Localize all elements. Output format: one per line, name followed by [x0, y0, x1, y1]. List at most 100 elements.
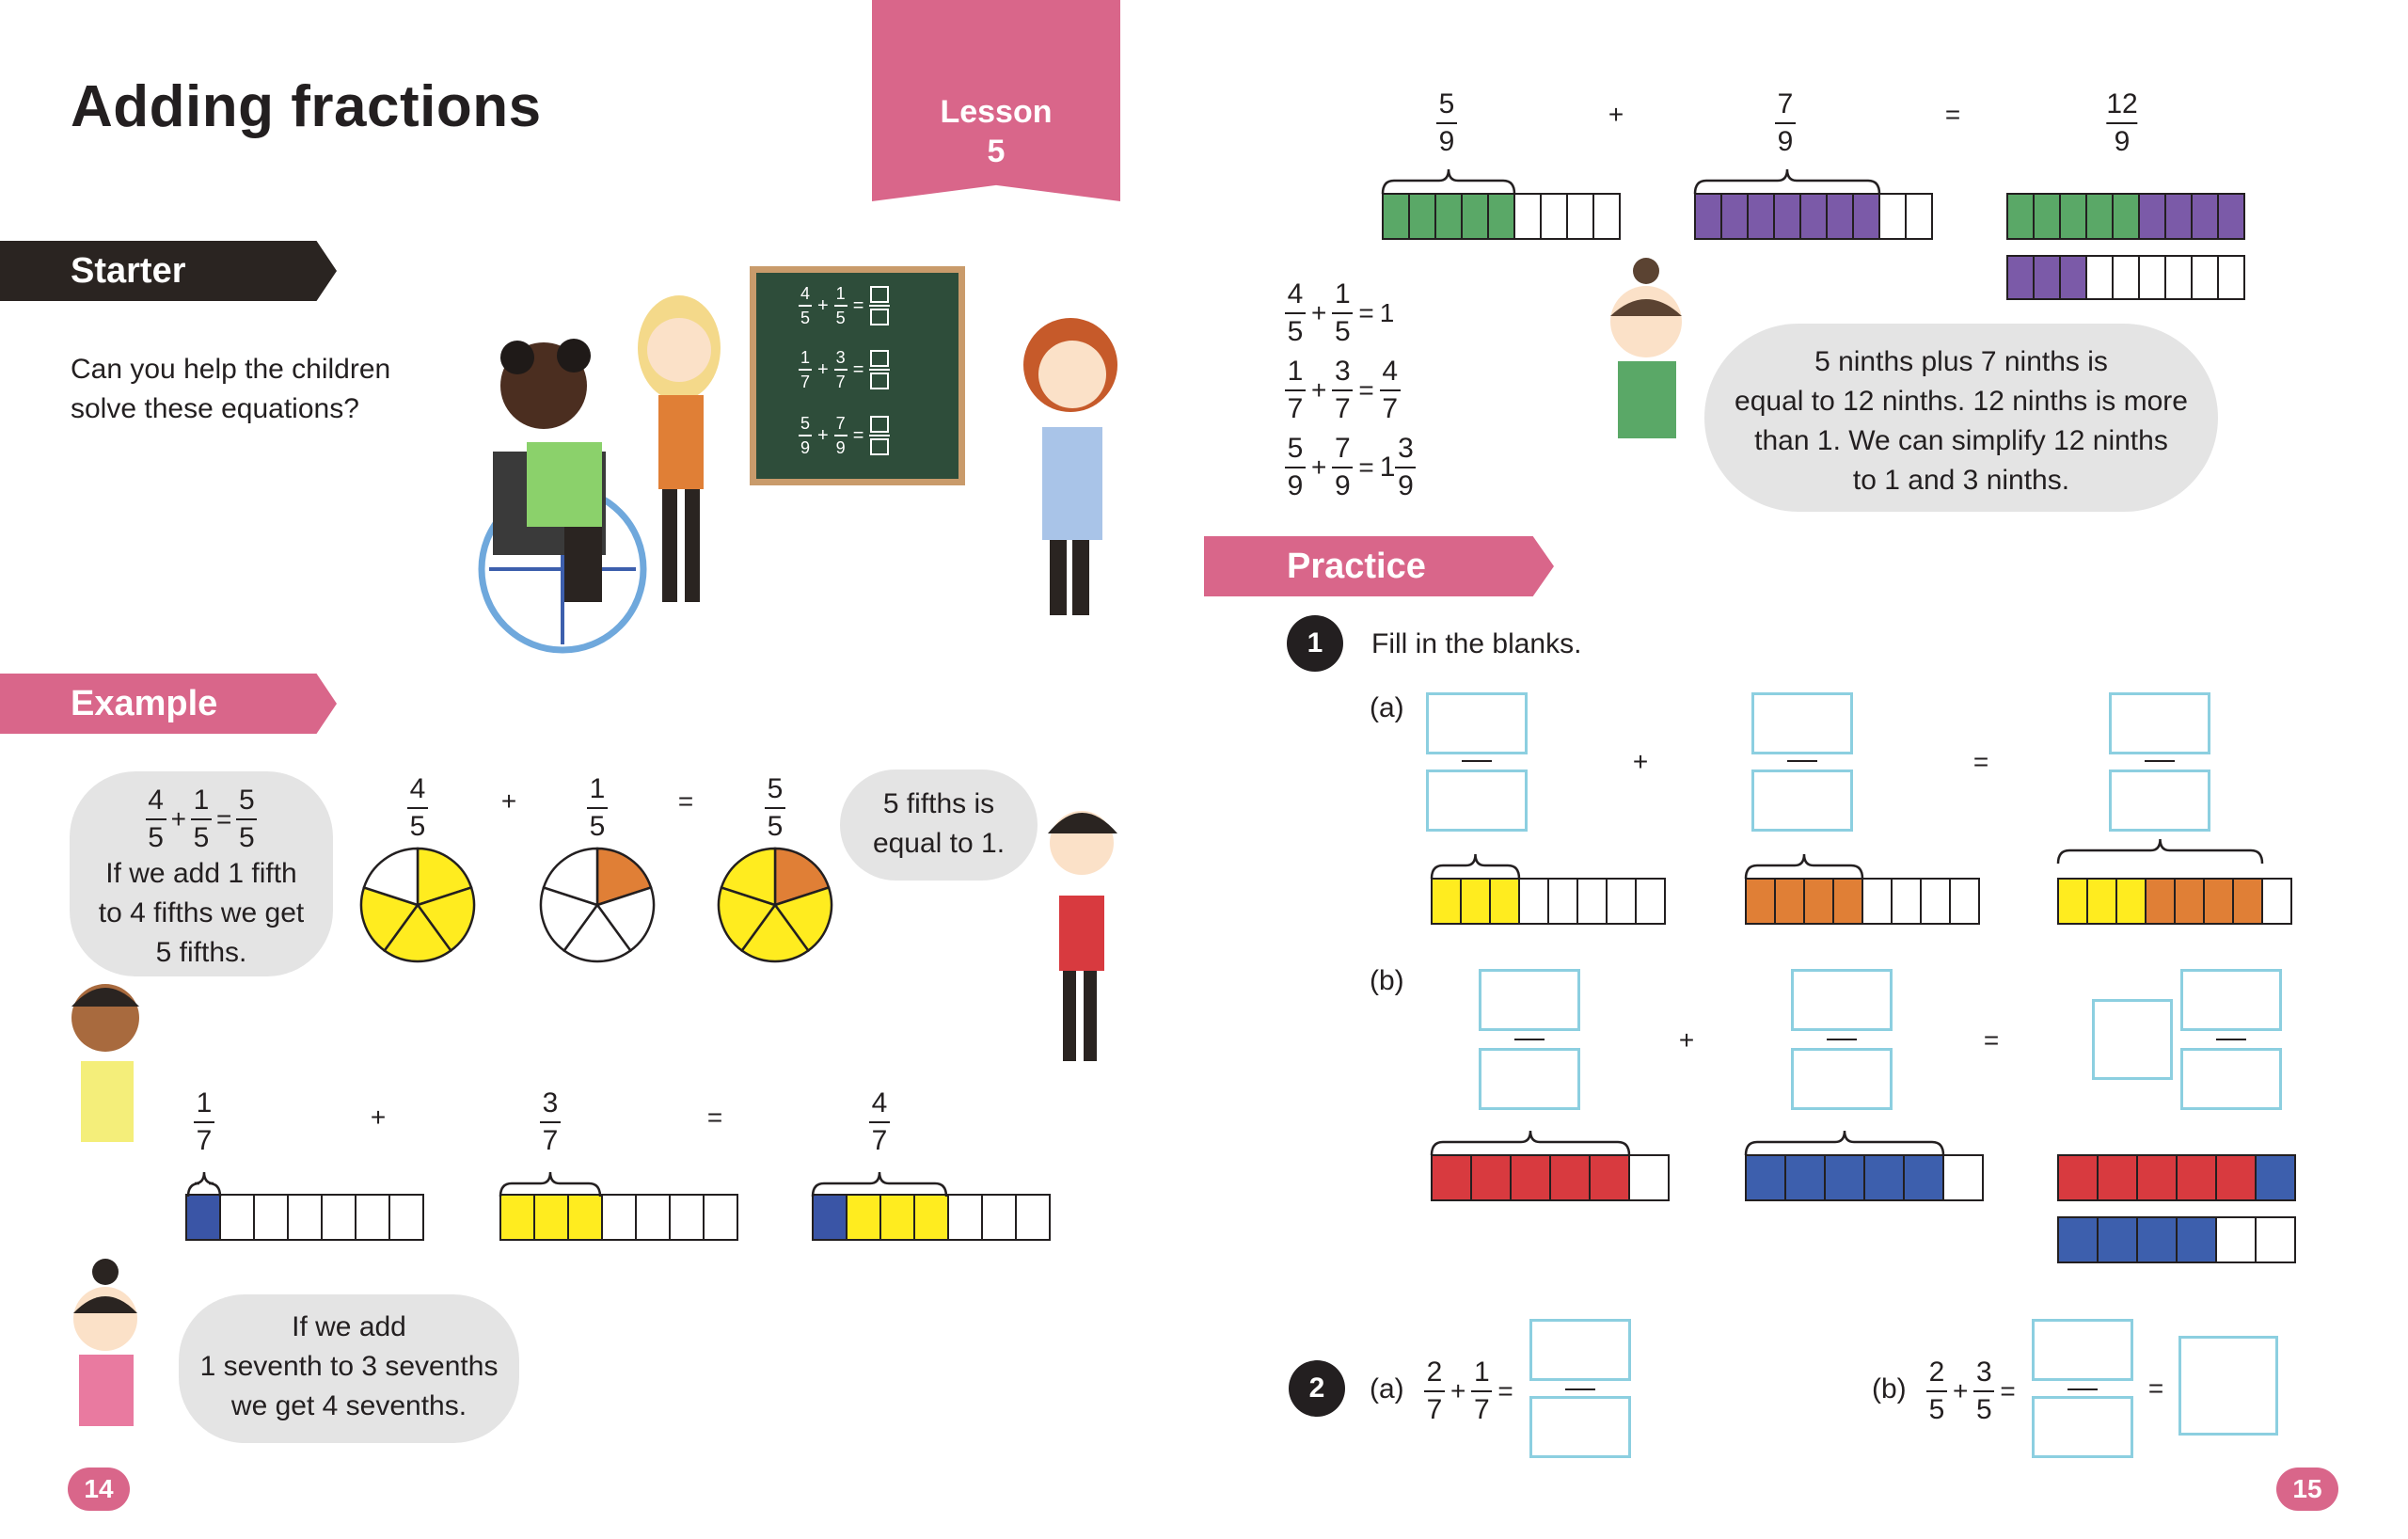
child-example-left	[71, 984, 139, 1142]
speech-bubble-equal-one: 5 fifths is equal to 1.	[840, 770, 1038, 881]
fraction-bar	[1514, 1039, 1545, 1040]
bracket-four-sevenths	[811, 1171, 948, 1198]
plus-sign: +	[1608, 100, 1624, 129]
speech-bubble-ninths: 5 ninths plus 7 ninths is equal to 12 ni…	[1704, 324, 2218, 512]
bar-four-eighths-cell	[1861, 878, 1893, 925]
fraction-bar	[1462, 760, 1492, 762]
lesson-number: 5	[987, 134, 1006, 169]
bracket-seven-ninths	[1693, 168, 1881, 195]
bar-five-sixths-cell	[1510, 1154, 1551, 1201]
pie-four-fifths-slice	[382, 902, 453, 963]
bar-seven-ninths-cell	[1747, 193, 1775, 240]
pie-one-fifth-slice	[562, 902, 633, 963]
bar-five-sixths-blue-cell	[1863, 1154, 1905, 1201]
answer-box-whole[interactable]	[2092, 999, 2173, 1080]
bar-six-sixths-cell	[2057, 1154, 2099, 1201]
part-b-label: (b)	[1370, 965, 1404, 996]
answer-box-denominator[interactable]	[1529, 1396, 1631, 1458]
answer-box-denominator[interactable]	[2032, 1396, 2133, 1458]
bar-three-eighths-cell	[1518, 878, 1549, 925]
bar-four-eighths-cell	[1745, 878, 1776, 925]
child-ninths	[1610, 258, 1682, 438]
bar-seven-eighths-cell	[2086, 878, 2117, 925]
answer-box-numerator[interactable]	[1529, 1319, 1631, 1381]
bar-seven-eighths-cell	[2174, 878, 2205, 925]
answer-box-denominator[interactable]	[2180, 1048, 2282, 1110]
answer-box-numerator[interactable]	[1791, 969, 1893, 1031]
bar-nine-ninths-cell	[2112, 193, 2140, 240]
answer-box-denominator[interactable]	[1479, 1048, 1580, 1110]
pie-one-fifth-slice	[539, 885, 600, 953]
q2-part-a-label: (a)	[1370, 1373, 1404, 1404]
starter-text: Can you help the children solve these eq…	[71, 350, 390, 429]
equals-sign: =	[2147, 1373, 2164, 1403]
bar-five-sixths-cell	[1549, 1154, 1591, 1201]
bar-one-seventh-cell	[355, 1194, 390, 1241]
bar-four-sixths-cell	[2176, 1216, 2217, 1263]
bar-four-sevenths-cell	[981, 1194, 1017, 1241]
bar-seven-ninths-cell	[1694, 193, 1722, 240]
child-wheelchair	[478, 339, 647, 654]
plus-sign: +	[1678, 1025, 1695, 1055]
answer-box-denominator[interactable]	[1751, 770, 1853, 832]
bar-four-sixths-cell	[2097, 1216, 2138, 1263]
equals-sign: =	[1972, 747, 1989, 776]
bar-four-sixths-cell	[2136, 1216, 2178, 1263]
answer-box-denominator[interactable]	[1426, 770, 1528, 832]
answer-box-numerator[interactable]	[1426, 692, 1528, 754]
answer-box-numerator[interactable]	[2032, 1319, 2133, 1381]
bar-four-eighths-cell	[1891, 878, 1922, 925]
bar-one-seventh-cell	[185, 1194, 221, 1241]
question-number-2: 2	[1289, 1360, 1345, 1417]
answer-box-numerator[interactable]	[1479, 969, 1580, 1031]
bar-three-ninths-cell	[2006, 255, 2035, 300]
bar-four-eighths-cell	[1774, 878, 1805, 925]
answer-box-numerator[interactable]	[2180, 969, 2282, 1031]
bar-five-ninths-cell	[1566, 193, 1594, 240]
answer-box-denominator[interactable]	[1791, 1048, 1893, 1110]
bar-four-sevenths-cell	[947, 1194, 983, 1241]
bar-four-eighths-cell	[1832, 878, 1863, 925]
bar-seven-eighths-cell	[2057, 878, 2088, 925]
pie-one-fifth-slice	[594, 885, 656, 953]
bar-three-ninths-cell	[2217, 255, 2245, 300]
bar-nine-ninths-cell	[2138, 193, 2166, 240]
part-a-label: (a)	[1370, 692, 1404, 723]
bracket-seven-eighths	[2056, 838, 2264, 865]
bracket-five-sixths	[1430, 1130, 1631, 1156]
lesson-label: Lesson	[940, 94, 1053, 130]
bubble-line: 1 seventh to 3 sevenths	[199, 1351, 499, 1382]
bar-three-ninths-cell	[2138, 255, 2166, 300]
equals-sign: =	[677, 786, 694, 816]
pie-five-fifths-slice	[720, 847, 777, 907]
pie-five-fifths-slice	[773, 847, 831, 907]
bar-seven-ninths-cell	[1826, 193, 1854, 240]
bar-five-sixths-blue-cell	[1942, 1154, 1984, 1201]
bar-four-sevenths-cell	[812, 1194, 848, 1241]
bar-four-sixths-cell	[2215, 1216, 2257, 1263]
answer-box-numerator[interactable]	[2109, 692, 2210, 754]
bar-seven-eighths-cell	[2115, 878, 2147, 925]
answer-box-denominator[interactable]	[2109, 770, 2210, 832]
bar-nine-ninths-cell	[2085, 193, 2114, 240]
child-curly-hair	[1023, 318, 1117, 615]
answer-box-numerator[interactable]	[1751, 692, 1853, 754]
bubble-line: equal to 12 ninths. 12 ninths is more	[1735, 386, 2188, 417]
bar-one-seventh-cell	[287, 1194, 323, 1241]
bar-seven-ninths-cell	[1720, 193, 1749, 240]
bar-three-sevenths-cell	[669, 1194, 705, 1241]
bar-five-sixths-cell	[1470, 1154, 1512, 1201]
bracket-one-seventh	[186, 1171, 222, 1198]
answer-box-simplified[interactable]	[2178, 1336, 2278, 1436]
bar-three-eighths-cell	[1635, 878, 1666, 925]
